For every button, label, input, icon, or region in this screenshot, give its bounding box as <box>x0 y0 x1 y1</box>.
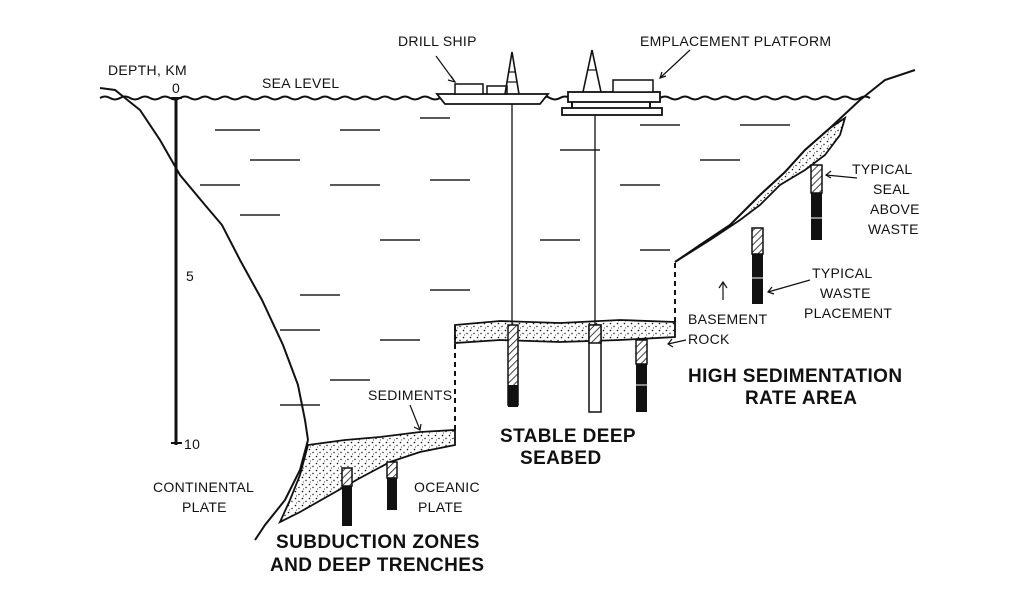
basement-rock-label-2: ROCK <box>688 331 730 347</box>
continental-slope <box>99 87 309 441</box>
drill-ship-icon <box>435 51 550 105</box>
borehole-drill-hole <box>507 324 519 407</box>
high-sedimentation-title-1: HIGH SEDIMENTATION <box>688 366 902 387</box>
emplacement-platform-label: EMPLACEMENT PLATFORM <box>640 33 831 49</box>
borehole-trench-left <box>341 467 353 526</box>
drill-ship-label: DRILL SHIP <box>398 33 477 49</box>
stable-seabed-title-1: STABLE DEEP <box>500 426 636 447</box>
continental-plate-edge <box>254 439 309 541</box>
depth-tick-5-label: 5 <box>186 268 194 284</box>
borehole-emplacement <box>588 324 602 413</box>
depth-tick-10-label: 10 <box>184 436 200 452</box>
sea-level-label: SEA LEVEL <box>262 75 339 91</box>
leader-arrows <box>409 49 858 431</box>
high-sedimentation-title-2: RATE AREA <box>745 388 857 409</box>
continental-plate-label-2: PLATE <box>182 499 227 515</box>
typical-waste-label-1: TYPICAL <box>812 265 872 281</box>
borehole-waste-placement <box>751 227 764 304</box>
continental-plate-label-1: CONTINENTAL <box>153 479 254 495</box>
oceanic-plate-label-1: OCEANIC <box>414 479 480 495</box>
borehole-trench-right <box>386 461 398 510</box>
typical-seal-label-4: WASTE <box>868 221 919 237</box>
typical-seal-label-3: ABOVE <box>870 201 920 217</box>
water-dashes <box>200 117 790 406</box>
oceanic-plate-label-2: PLATE <box>418 499 463 515</box>
depth-axis-label: DEPTH, KM <box>108 62 187 78</box>
typical-seal-label-2: SEAL <box>873 181 910 197</box>
subduction-title-2: AND DEEP TRENCHES <box>270 555 484 576</box>
typical-waste-label-2: WASTE <box>820 285 871 301</box>
borehole-seabed-right <box>635 339 648 412</box>
basement-rock-label-1: BASEMENT <box>688 311 768 327</box>
subduction-title-1: SUBDUCTION ZONES <box>276 532 480 553</box>
sediments-label: SEDIMENTS <box>368 387 452 403</box>
typical-seal-label-1: TYPICAL <box>852 161 912 177</box>
borehole-seal-above-waste <box>810 164 823 240</box>
stable-seabed-title-2: SEABED <box>520 448 602 469</box>
emplacement-platform-icon <box>561 49 663 116</box>
right-slope-sediment <box>674 115 847 263</box>
typical-waste-label-3: PLACEMENT <box>804 305 892 321</box>
depth-tick-0-label: 0 <box>172 80 180 96</box>
